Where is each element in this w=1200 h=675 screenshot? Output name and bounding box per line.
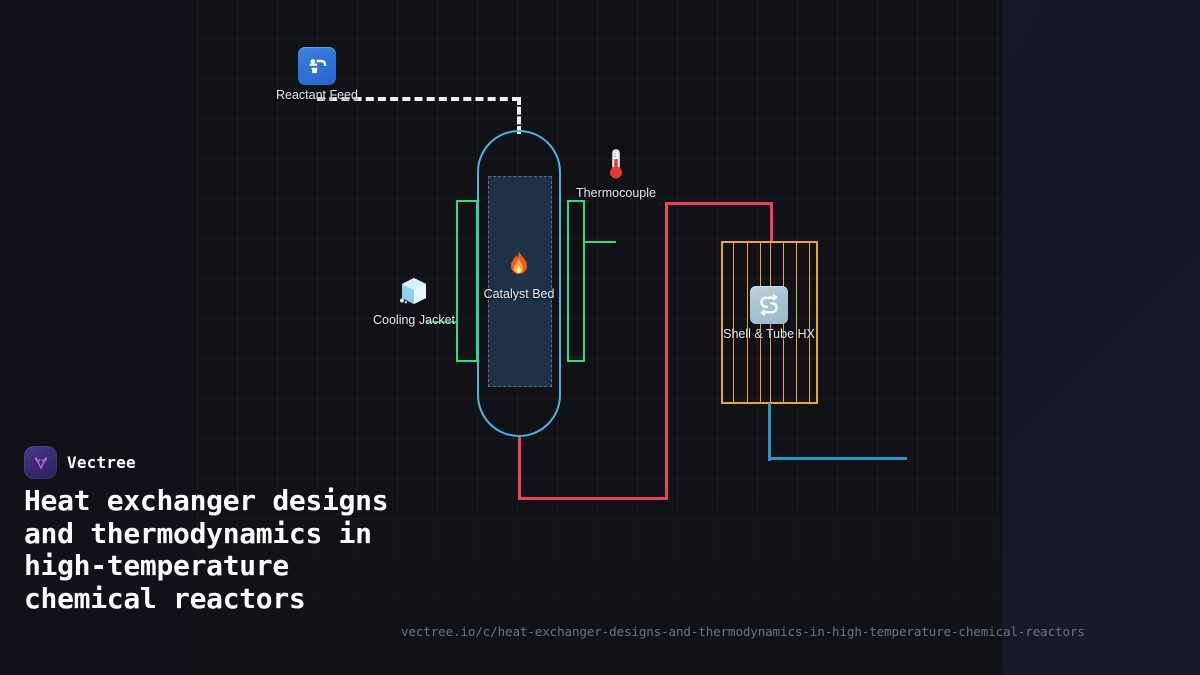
hot-pipe-seg-down <box>518 437 521 500</box>
catalyst-bed-region[interactable] <box>488 176 552 387</box>
cooling-jacket-right[interactable] <box>567 200 585 362</box>
page-url: vectree.io/c/heat-exchanger-designs-and-… <box>401 624 1085 639</box>
flame-icon <box>500 246 538 284</box>
hot-pipe-seg-top <box>665 202 773 205</box>
coolant-inlet-stub <box>426 321 458 324</box>
product-pipe-right <box>768 457 907 461</box>
left-dark-pane <box>0 0 196 675</box>
hot-pipe-seg-into-hx <box>770 202 773 243</box>
hot-pipe-seg-right <box>518 497 668 500</box>
brand-row: Vectree <box>24 446 136 479</box>
cooling-jacket-left[interactable] <box>456 200 478 362</box>
heat-exchange-arrows-icon <box>750 286 788 324</box>
hx-tube <box>747 243 749 402</box>
product-pipe-down <box>768 403 772 461</box>
hx-tube <box>796 243 798 402</box>
node-label: Shell & Tube HX <box>723 327 815 341</box>
node-label: Thermocouple <box>576 186 656 200</box>
hx-tube <box>733 243 735 402</box>
hot-pipe-seg-up <box>665 202 668 500</box>
feed-line-horizontal <box>317 97 520 101</box>
node-label: Cooling Jacket <box>373 313 455 327</box>
hx-tube <box>809 243 811 402</box>
brand-name: Vectree <box>67 453 136 472</box>
thermometer-icon <box>597 145 635 183</box>
reactor-vessel[interactable] <box>477 130 561 437</box>
faucet-icon <box>298 47 336 85</box>
node-label: Reactant Feed <box>276 88 358 102</box>
feed-line-vertical <box>517 97 521 134</box>
vectree-v-logo-icon <box>24 446 57 479</box>
page-title: Heat exchanger designs and thermodynamic… <box>24 484 389 615</box>
coolant-outlet-stub <box>585 241 616 244</box>
node-label: Catalyst Bed <box>483 287 555 301</box>
ice-cube-icon <box>395 272 433 310</box>
